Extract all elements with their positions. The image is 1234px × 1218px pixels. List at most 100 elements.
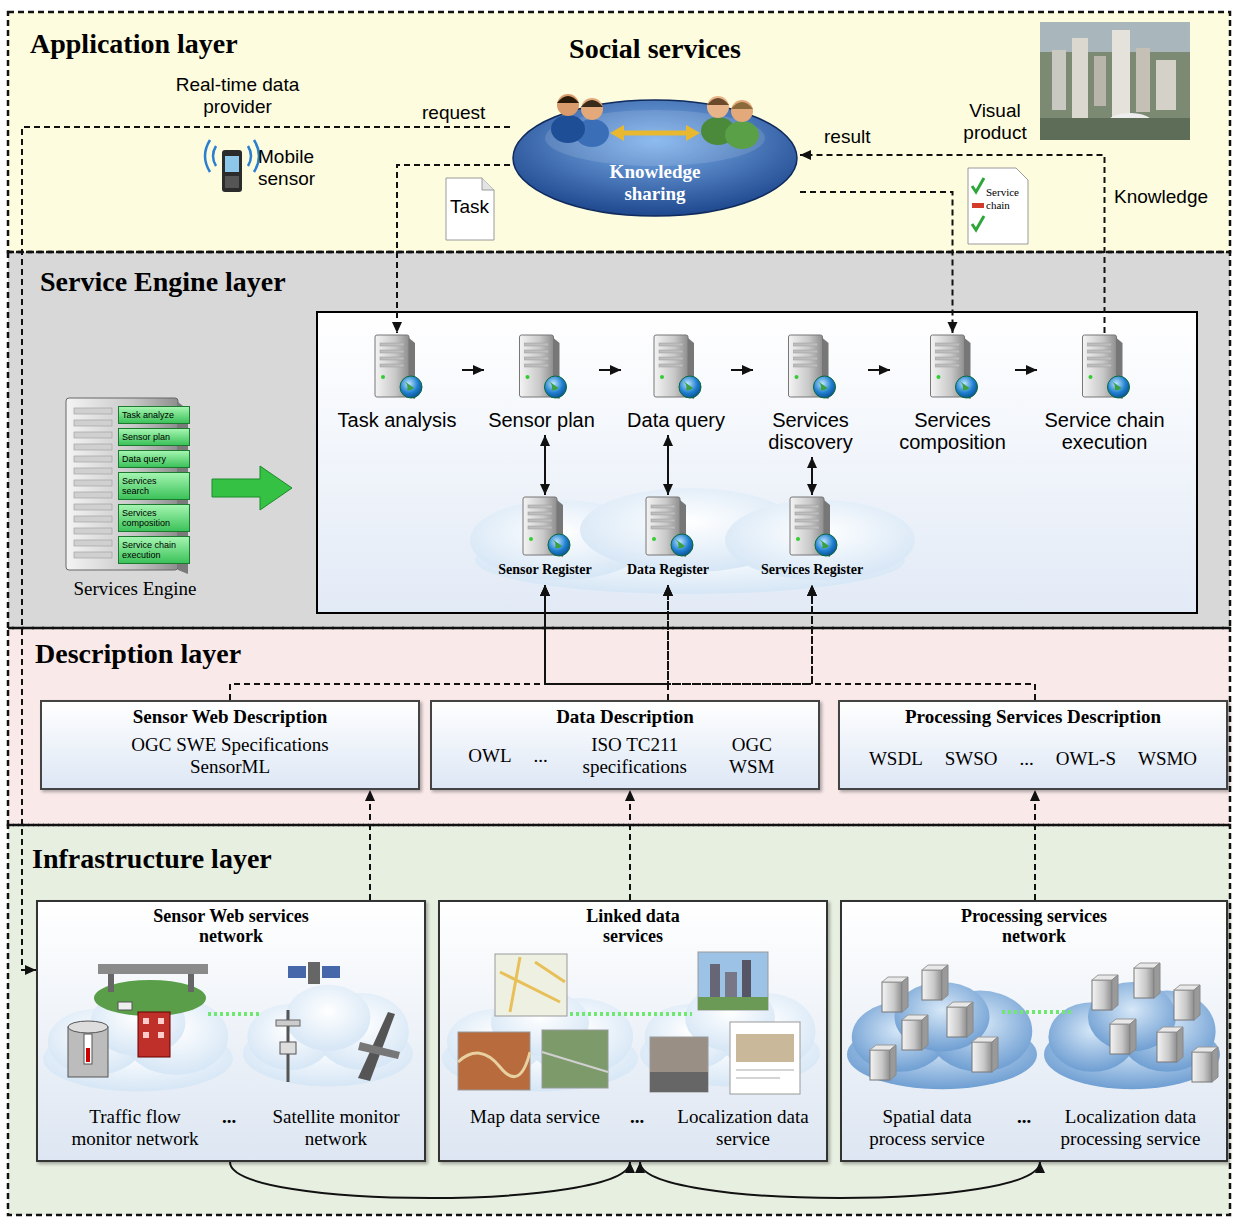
edge-label: request	[420, 102, 487, 124]
connector	[540, 585, 668, 700]
graphic-rect	[870, 1050, 890, 1080]
graphic-rect	[794, 350, 818, 353]
connector	[540, 435, 550, 495]
spec-name: ISO TC211 specifications	[570, 734, 700, 778]
connector-line	[22, 127, 510, 970]
spec-name: ...	[1020, 748, 1034, 770]
graphic-circle	[707, 96, 729, 118]
arrow-head	[663, 585, 673, 596]
layer-title: Infrastructure layer	[32, 843, 272, 875]
graphic-circle	[671, 534, 693, 556]
menu-tab: Services composition	[118, 504, 190, 532]
spec-name: OGC WSM	[722, 734, 782, 778]
graphic-path	[960, 381, 970, 390]
arrow-head	[663, 435, 673, 446]
arrow-head	[540, 484, 550, 495]
box-title: Sensor Web services network	[121, 906, 341, 946]
note-label: Visual product	[950, 100, 1040, 144]
menu-tab: Data query	[118, 450, 190, 468]
graphic-rect	[525, 350, 549, 353]
graphic-rect	[651, 505, 675, 508]
graphic-rect	[795, 512, 819, 515]
graphic-rect	[922, 970, 942, 1000]
menu-tab: Service chain execution	[118, 536, 190, 564]
connector	[625, 790, 635, 900]
layer-band: Infrastructure layerSensor Web services …	[8, 825, 1230, 1215]
graphic-rect	[528, 526, 552, 529]
connector	[599, 365, 621, 375]
connector	[392, 165, 510, 333]
arrow-head	[948, 322, 958, 333]
step-label: Services discovery	[753, 409, 868, 453]
spec-name: WSMO	[1138, 748, 1197, 770]
box-row: WSDLSWSO...OWL-SWSMO	[840, 748, 1226, 770]
document-label: Service chain	[986, 186, 1028, 212]
graphic-ellipse	[286, 985, 371, 1051]
connector-line	[640, 1162, 1040, 1198]
spec-name: ...	[534, 745, 548, 767]
arrow-head	[807, 457, 817, 468]
connector-line	[800, 192, 953, 333]
graphic-rect	[651, 526, 675, 529]
graphic-rect	[380, 364, 404, 367]
graphic-line	[736, 1070, 794, 1071]
box-title: Linked data services	[568, 906, 698, 946]
network-box: Sensor Web services networkTraffic flow …	[36, 900, 426, 1162]
graphic-rect	[276, 1020, 300, 1026]
graphic-circle	[731, 100, 753, 122]
graphic-rect	[74, 456, 112, 462]
graphic-path	[902, 977, 908, 1012]
graphic-g	[470, 488, 915, 594]
graphic-rect	[158, 1032, 164, 1038]
arrow-head	[807, 585, 817, 596]
connector	[868, 365, 890, 375]
graphic-rect	[659, 357, 683, 360]
hub-label: Knowledge sharing	[595, 161, 715, 205]
graphic-rect	[74, 540, 112, 546]
graphic-polygon	[686, 125, 700, 141]
graphic-rect	[936, 364, 960, 367]
graphic-rect	[698, 952, 768, 1010]
graphic-rect	[380, 357, 404, 360]
document-label: Task	[450, 196, 489, 218]
arrow-head	[663, 585, 673, 596]
connector-line	[397, 165, 510, 333]
graphic-rect	[380, 343, 404, 346]
graphic-path	[1194, 985, 1200, 1020]
arrow-head	[540, 585, 550, 596]
graphic-path	[1130, 1019, 1136, 1054]
description-box: Data DescriptionOWL...ISO TC211 specific…	[430, 700, 820, 790]
graphic-circle	[548, 534, 570, 556]
graphic-circle	[1108, 376, 1130, 398]
graphic-rect	[795, 526, 819, 529]
graphic-rect	[222, 150, 242, 192]
graphic-path	[972, 216, 984, 230]
graphic-rect	[68, 1027, 108, 1077]
graphic-rect	[525, 364, 549, 367]
graphic-rect	[86, 1048, 90, 1062]
hub-title: Social services	[510, 33, 800, 65]
graphic-path	[1112, 975, 1118, 1010]
graphic-path	[992, 1037, 998, 1072]
engine-step: Sensor plan	[484, 333, 599, 435]
graphic-circle	[1089, 375, 1093, 379]
graphic-circle	[937, 375, 941, 379]
engine-caption: Services Engine	[50, 578, 220, 600]
graphic-rect	[947, 1007, 967, 1037]
arrow-head	[540, 585, 550, 596]
graphic-path	[458, 1052, 530, 1077]
graphic-circle	[795, 375, 799, 379]
graphic-path	[967, 1002, 973, 1037]
arrow-head	[540, 585, 550, 596]
graphic-rect	[972, 1042, 992, 1072]
graphic-rect	[143, 1018, 149, 1024]
layer-title: Application layer	[30, 28, 238, 60]
graphic-g	[243, 985, 413, 1087]
graphic-rect	[1072, 38, 1088, 118]
graphic-path	[675, 539, 685, 548]
graphic-rect	[98, 964, 208, 974]
graphic-rect	[1112, 30, 1130, 120]
graphic-rect	[1192, 1052, 1212, 1082]
graphic-rect	[525, 343, 549, 346]
arrow-head	[1026, 365, 1037, 375]
